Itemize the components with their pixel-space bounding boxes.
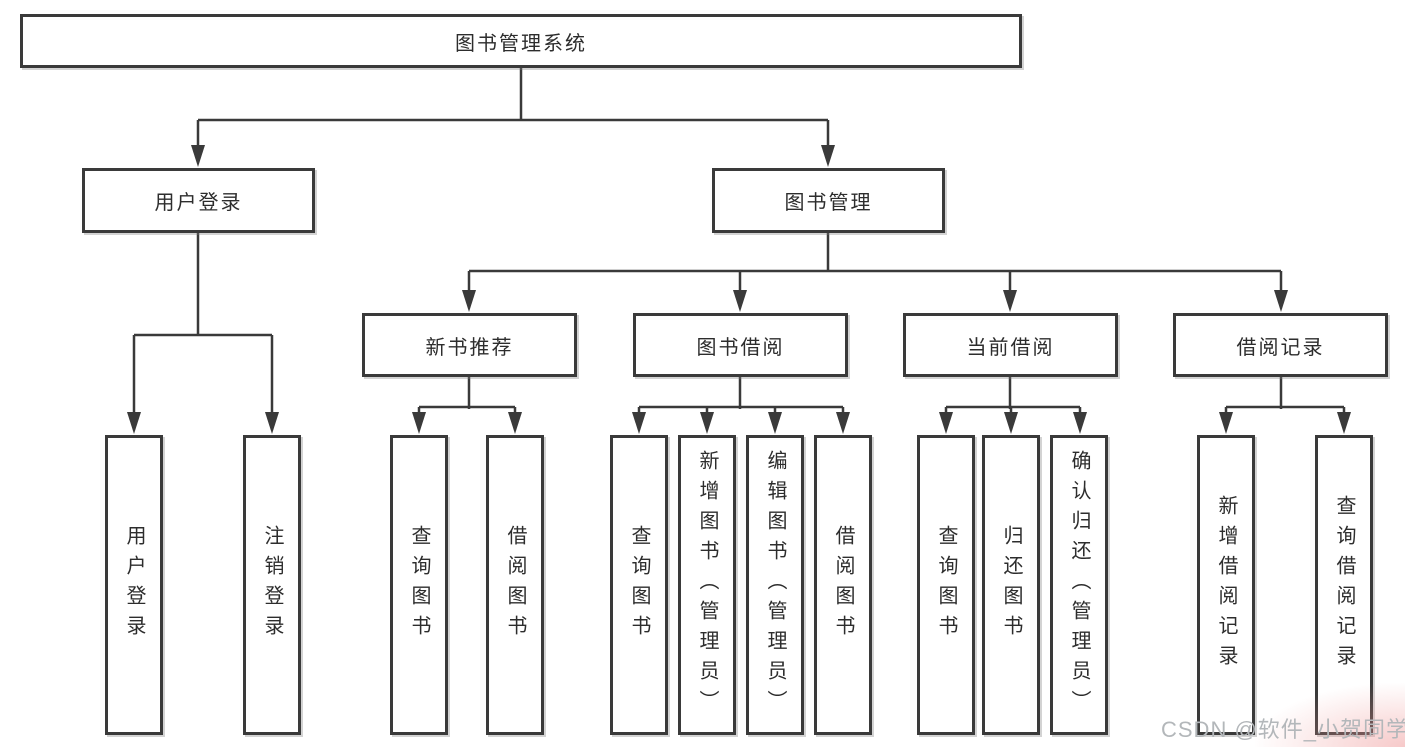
node-user-login: 用户登录 [82,168,315,233]
arrow-down-icon [1274,290,1288,312]
leaf-label: 归还图书 [1000,525,1022,645]
arrow-down-icon [1073,412,1087,434]
leaf-label: 用户登录 [123,525,145,645]
arrow-down-icon [508,412,522,434]
leaf-label: 借阅图书 [504,525,526,645]
arrow-down-icon [733,290,747,312]
watermark: CSDN @软件_小贺同学 [1161,717,1405,742]
leaf-label: 新增借阅记录 [1215,495,1237,675]
leaf-label: 查询图书 [628,525,650,645]
arrow-down-icon [939,412,953,434]
leaf-query-books-borrowing: 查询图书 [610,435,668,735]
arrow-down-icon [462,290,476,312]
node-book-management: 图书管理 [712,168,945,233]
leaf-edit-books-admin: 编辑图书（管理员） [746,435,804,735]
leaf-query-books-recommend: 查询图书 [390,435,448,735]
arrow-down-icon [1219,412,1233,434]
node-current-borrowing: 当前借阅 [903,313,1118,377]
arrow-down-icon [821,145,835,167]
node-new-book-recommendation: 新书推荐 [362,313,577,377]
arrow-down-icon [768,412,782,434]
arrow-down-icon [1337,412,1351,434]
arrow-down-icon [412,412,426,434]
leaf-label: 查询借阅记录 [1333,495,1355,675]
leaf-return-books: 归还图书 [982,435,1040,735]
arrow-down-icon [127,412,141,434]
leaf-label: 查询图书 [935,525,957,645]
arrow-down-icon [1003,290,1017,312]
arrowheads-group [127,145,1351,434]
node-book-borrowing: 图书借阅 [633,313,848,377]
arrow-down-icon [191,145,205,167]
arrow-down-icon [700,412,714,434]
leaf-query-borrow-record: 查询借阅记录 [1315,435,1373,735]
leaf-label: 注销登录 [261,525,283,645]
leaf-label: 查询图书 [408,525,430,645]
leaf-label: 编辑图书（管理员） [764,450,786,720]
arrow-down-icon [1004,412,1018,434]
leaf-query-books-current: 查询图书 [917,435,975,735]
leaf-add-books-admin: 新增图书（管理员） [678,435,736,735]
leaf-label: 新增图书（管理员） [696,450,718,720]
leaf-logout: 注销登录 [243,435,301,735]
node-library-management-system: 图书管理系统 [20,14,1022,68]
arrow-down-icon [265,412,279,434]
connector-path [132,68,1346,416]
leaf-label: 确认归还（管理员） [1068,450,1090,720]
arrow-down-icon [632,412,646,434]
arrow-down-icon [836,412,850,434]
leaf-borrow-books-borrowing: 借阅图书 [814,435,872,735]
leaf-confirm-return-admin: 确认归还（管理员） [1050,435,1108,735]
leaf-add-borrow-record: 新增借阅记录 [1197,435,1255,735]
leaf-borrow-books-recommend: 借阅图书 [486,435,544,735]
leaf-user-login: 用户登录 [105,435,163,735]
node-borrowing-records: 借阅记录 [1173,313,1388,377]
leaf-label: 借阅图书 [832,525,854,645]
